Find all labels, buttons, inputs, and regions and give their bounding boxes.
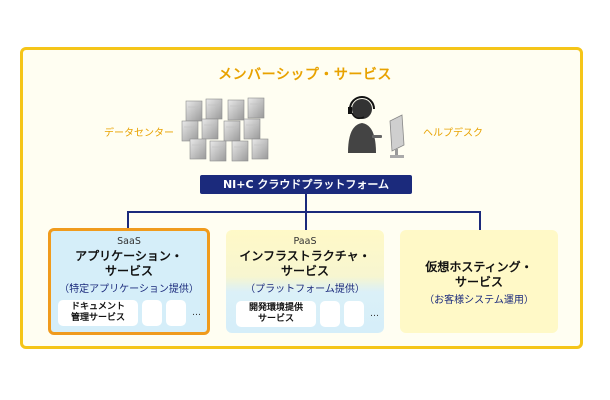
service-chips: 開発環境提供 サービス … [236,301,379,327]
box-name: インフラストラクチャ・ サービス [226,249,384,279]
box-subtitle: （プラットフォーム提供） [245,284,365,295]
connector-hosting [479,211,481,230]
more-ellipsis: … [370,309,379,319]
box-type: PaaS [293,236,317,247]
connector-paas [305,211,307,230]
hosting-box: 仮想ホスティング・ サービス （お客様システム運用） [400,230,558,333]
more-ellipsis: … [192,308,201,318]
diagram-title: メンバーシップ・サービス [218,67,392,83]
empty-chip [166,300,186,326]
connector-saas [127,211,129,229]
server-rack-icon [181,97,269,162]
box-name: アプリケーション・ サービス [51,249,207,279]
service-chip: 開発環境提供 サービス [236,301,316,327]
box-name-line1: アプリケーション・ [75,249,183,263]
helpdesk-label: ヘルプデスク [423,128,483,139]
empty-chip [142,300,162,326]
cloud-platform-bar: NI+C クラウドプラットフォーム [200,175,412,194]
box-subtitle: （特定アプリケーション提供） [59,284,199,295]
box-name-line1: インフラストラクチャ・ [239,249,371,263]
box-type: SaaS [117,236,141,247]
box-name-line2: サービス [104,264,153,278]
paas-box: PaaS インフラストラクチャ・ サービス （プラットフォーム提供） 開発環境提… [226,230,384,333]
chip-line2: 管理サービス [70,313,125,323]
box-name-line2: サービス [454,275,503,289]
datacenter-label: データセンター [104,128,174,139]
box-subtitle: （お客様システム運用） [424,295,534,306]
box-name-line2: サービス [280,264,329,278]
empty-chip [320,301,340,327]
saas-box: SaaS アプリケーション・ サービス （特定アプリケーション提供） ドキュメン… [48,228,210,335]
box-name-line1: 仮想ホスティング・ [425,260,533,274]
chip-line2: サービス [257,314,294,324]
box-name: 仮想ホスティング・ サービス [400,260,558,290]
chip-line1: ドキュメント [70,302,125,312]
service-chip: ドキュメント 管理サービス [58,300,138,326]
service-chips: ドキュメント 管理サービス … [58,300,201,326]
connector-horizontal [127,211,481,213]
chip-line1: 開発環境提供 [248,303,303,313]
headset-operator-icon [348,96,405,158]
connector-trunk [305,194,307,211]
empty-chip [344,301,364,327]
